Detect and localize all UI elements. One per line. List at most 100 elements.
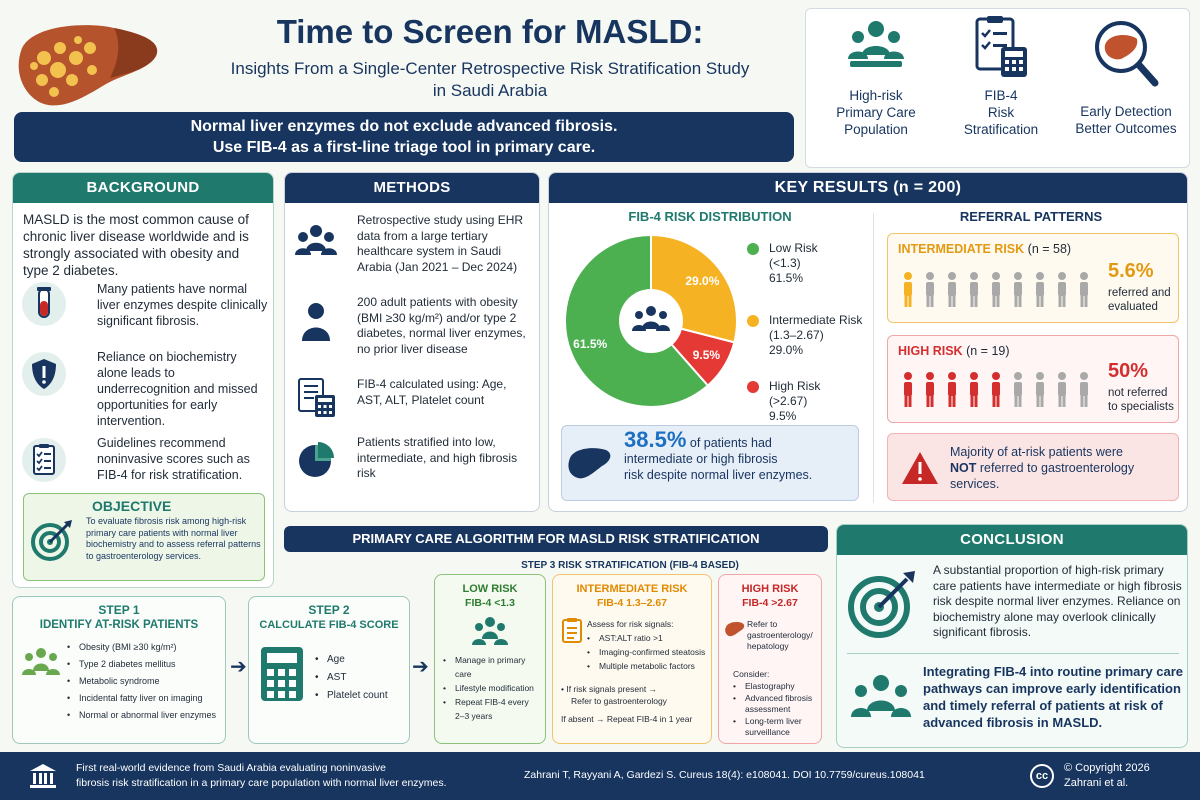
fib4-pie-chart: 61.5%29.0%9.5% <box>564 233 738 408</box>
step2-list-item: Age <box>315 651 407 669</box>
footer-left-line2: fibrosis risk stratification in a primar… <box>76 777 447 789</box>
pie-label-low: 61.5% <box>573 337 607 351</box>
intermediate-if1: • If risk signals present → <box>561 684 658 694</box>
high-risk-range: FIB-4 >2.67 <box>742 597 798 609</box>
referral-intermediate-n: (n = 58) <box>1027 242 1072 256</box>
banner-line1: Normal liver enzymes do not exclude adva… <box>190 118 618 135</box>
referral-intermediate-person-icon <box>970 272 978 307</box>
algorithm-title-bar: PRIMARY CARE ALGORITHM FOR MASLD RISK ST… <box>284 526 828 552</box>
calculator-icon-step2 <box>261 647 303 701</box>
legend-intermediate-pct: 29.0% <box>769 343 804 357</box>
background-point-1: Many patients have normal liver enzymes … <box>21 281 269 329</box>
methods-item-1: Retrospective study using EHR data from … <box>295 213 533 275</box>
high-risk-list-item: Advanced fibrosis assessment <box>733 693 821 716</box>
conclusion-text-1: A substantial proportion of high-risk pr… <box>933 563 1182 639</box>
methods-item-4-text: Patients stratified into low, intermedia… <box>357 435 518 480</box>
step2-subtitle: CALCULATE FIB-4 SCORE <box>259 619 399 631</box>
liver-icon-high <box>725 622 745 637</box>
legend-swatch-low <box>747 243 759 255</box>
person-icon <box>302 303 330 341</box>
algorithm-high-risk-box: HIGH RISK FIB-4 >2.67 Refer to gastroent… <box>718 574 822 744</box>
pie-legend: Low Risk (<1.3) 61.5% Intermediate Risk … <box>747 241 871 439</box>
header-liver-illustration <box>14 18 164 113</box>
objective-text: To evaluate fibrosis risk among high-ris… <box>86 516 261 561</box>
calculator-checklist-icon <box>975 16 1027 77</box>
people-icon <box>295 225 337 255</box>
step1-list: Obesity (BMI ≥30 kg/m²)Type 2 diabetes m… <box>67 639 225 724</box>
arrow-step1-to-step2: ➔ <box>230 656 247 678</box>
step1-title: STEP 1 <box>98 603 140 617</box>
algorithm-step2-box: STEP 2 CALCULATE FIB-4 SCORE AgeASTPlate… <box>248 596 410 744</box>
target-icon-conclusion <box>848 571 915 638</box>
conclusion-divider <box>847 653 1179 654</box>
intermediate-risk-range: FIB-4 1.3–2.67 <box>596 597 668 609</box>
step3-title: STEP 3 RISK STRATIFICATION (FIB-4 BASED) <box>521 560 739 571</box>
referral-high-box: HIGH RISK (n = 19) 50% not referred to s… <box>887 335 1179 423</box>
methods-item-3-text: FIB-4 calculated using: Age, AST, ALT, P… <box>357 377 507 407</box>
step2-list: AgeASTPlatelet count <box>315 651 407 705</box>
warning-bold: NOT <box>950 461 977 475</box>
methods-item-1-text: Retrospective study using EHR data from … <box>357 213 524 274</box>
legend-high-name: High Risk <box>769 379 821 393</box>
people-icon-conclusion <box>851 675 911 717</box>
referral-high-person-icon <box>992 372 1000 407</box>
low-risk-title: LOW RISK <box>462 583 518 595</box>
step1-list-item: Metabolic syndrome <box>67 673 225 690</box>
intermediate-risk-list-item: Multiple metabolic factors <box>587 659 711 673</box>
legend-item-low: Low Risk (<1.3) 61.5% <box>747 241 871 313</box>
low-risk-list-item: Repeat FIB-4 every 2–3 years <box>443 695 539 723</box>
legend-low-pct: 61.5% <box>769 271 804 285</box>
legend-low-name: Low Risk <box>769 241 818 255</box>
referral-intermediate-person-icon <box>1080 272 1088 307</box>
warning-line1: Majority of at-risk patients were <box>950 445 1123 459</box>
warning-shield-icon <box>22 352 66 396</box>
conclusion-title: CONCLUSION <box>837 525 1187 555</box>
referral-high-heading: HIGH RISK (n = 19) <box>898 344 1010 358</box>
step2-list-item: AST <box>315 669 407 687</box>
referral-high-pct: 50% <box>1108 360 1149 382</box>
high-risk-consider: Consider: <box>733 669 770 679</box>
referral-high-person-icon <box>1036 372 1044 407</box>
referral-high-desc: not referred to specialists <box>1108 387 1174 413</box>
referral-high-person-icon <box>1014 372 1022 407</box>
intermediate-if-present: • If risk signals present → Refer to gas… <box>561 683 711 725</box>
warning-text-block: Majority of at-risk patients were NOT re… <box>950 444 1174 492</box>
referral-high-person-icon <box>1058 372 1066 407</box>
checklist-icon <box>22 438 66 482</box>
high-risk-list-item: Long-term liver surveillance <box>733 716 821 739</box>
legend-high-pct: 9.5% <box>769 409 797 423</box>
referral-high-people <box>904 372 1088 407</box>
intermediate-risk-list-item: AST:ALT ratio >1 <box>587 631 711 645</box>
referral-high-person-icon <box>970 372 978 407</box>
footer-left-line1: First real-world evidence from Saudi Ara… <box>76 762 386 774</box>
referral-intermediate-label: INTERMEDIATE RISK <box>898 242 1025 256</box>
referral-intermediate-heading: INTERMEDIATE RISK (n = 58) <box>898 242 1071 256</box>
referral-intermediate-person-icon <box>1058 272 1066 307</box>
background-point-3: Guidelines recommend noninvasive scores … <box>21 435 269 483</box>
step2-title: STEP 2 <box>308 603 350 617</box>
results-divider <box>873 213 874 503</box>
institution-icon <box>30 764 56 788</box>
background-point-1-text: Many patients have normal liver enzymes … <box>97 282 268 328</box>
intermediate-if2: If absent → Repeat FIB-4 in 1 year <box>561 714 693 724</box>
step1-subtitle: IDENTIFY AT-RISK PATIENTS <box>39 619 199 631</box>
background-point-2-text: Reliance on biochemistry alone leads to … <box>97 350 258 428</box>
high-risk-list: ElastographyAdvanced fibrosis assessment… <box>733 681 821 739</box>
step2-list-item: Platelet count <box>315 687 407 705</box>
pie-chart-icon <box>299 442 334 477</box>
high-risk-refer: Refer to gastroenterology/ hepatology <box>747 619 813 651</box>
algorithm-low-risk-box: LOW RISK FIB-4 <1.3 Manage in primary ca… <box>434 574 546 744</box>
warning-line2: referred to gastroenterology <box>976 461 1135 475</box>
step1-list-item: Obesity (BMI ≥30 kg/m²) <box>67 639 225 656</box>
footer-citation: Zahrani T, Rayyani A, Gardezi S. Cureus … <box>524 769 925 781</box>
referral-intermediate-box: INTERMEDIATE RISK (n = 58) 5.6% referred… <box>887 233 1179 323</box>
callout-text-block: 38.5% of patients had intermediate or hi… <box>624 429 856 483</box>
legend-item-intermediate: Intermediate Risk (1.3–2.67) 29.0% <box>747 313 871 379</box>
key-results-panel: KEY RESULTS (n = 200) FIB-4 RISK DISTRIB… <box>548 172 1188 512</box>
low-risk-range: FIB-4 <1.3 <box>465 597 515 609</box>
highlight-item-population: High-risk Primary Care Population <box>816 15 936 138</box>
callout-text-3: risk despite normal liver enzymes. <box>624 468 813 482</box>
callout-text-2: intermediate or high fibrosis <box>624 452 778 466</box>
page-subtitle-line1: Insights From a Single-Center Retrospect… <box>230 59 750 78</box>
objective-box: OBJECTIVE To evaluate fibrosis risk amon… <box>23 493 265 581</box>
